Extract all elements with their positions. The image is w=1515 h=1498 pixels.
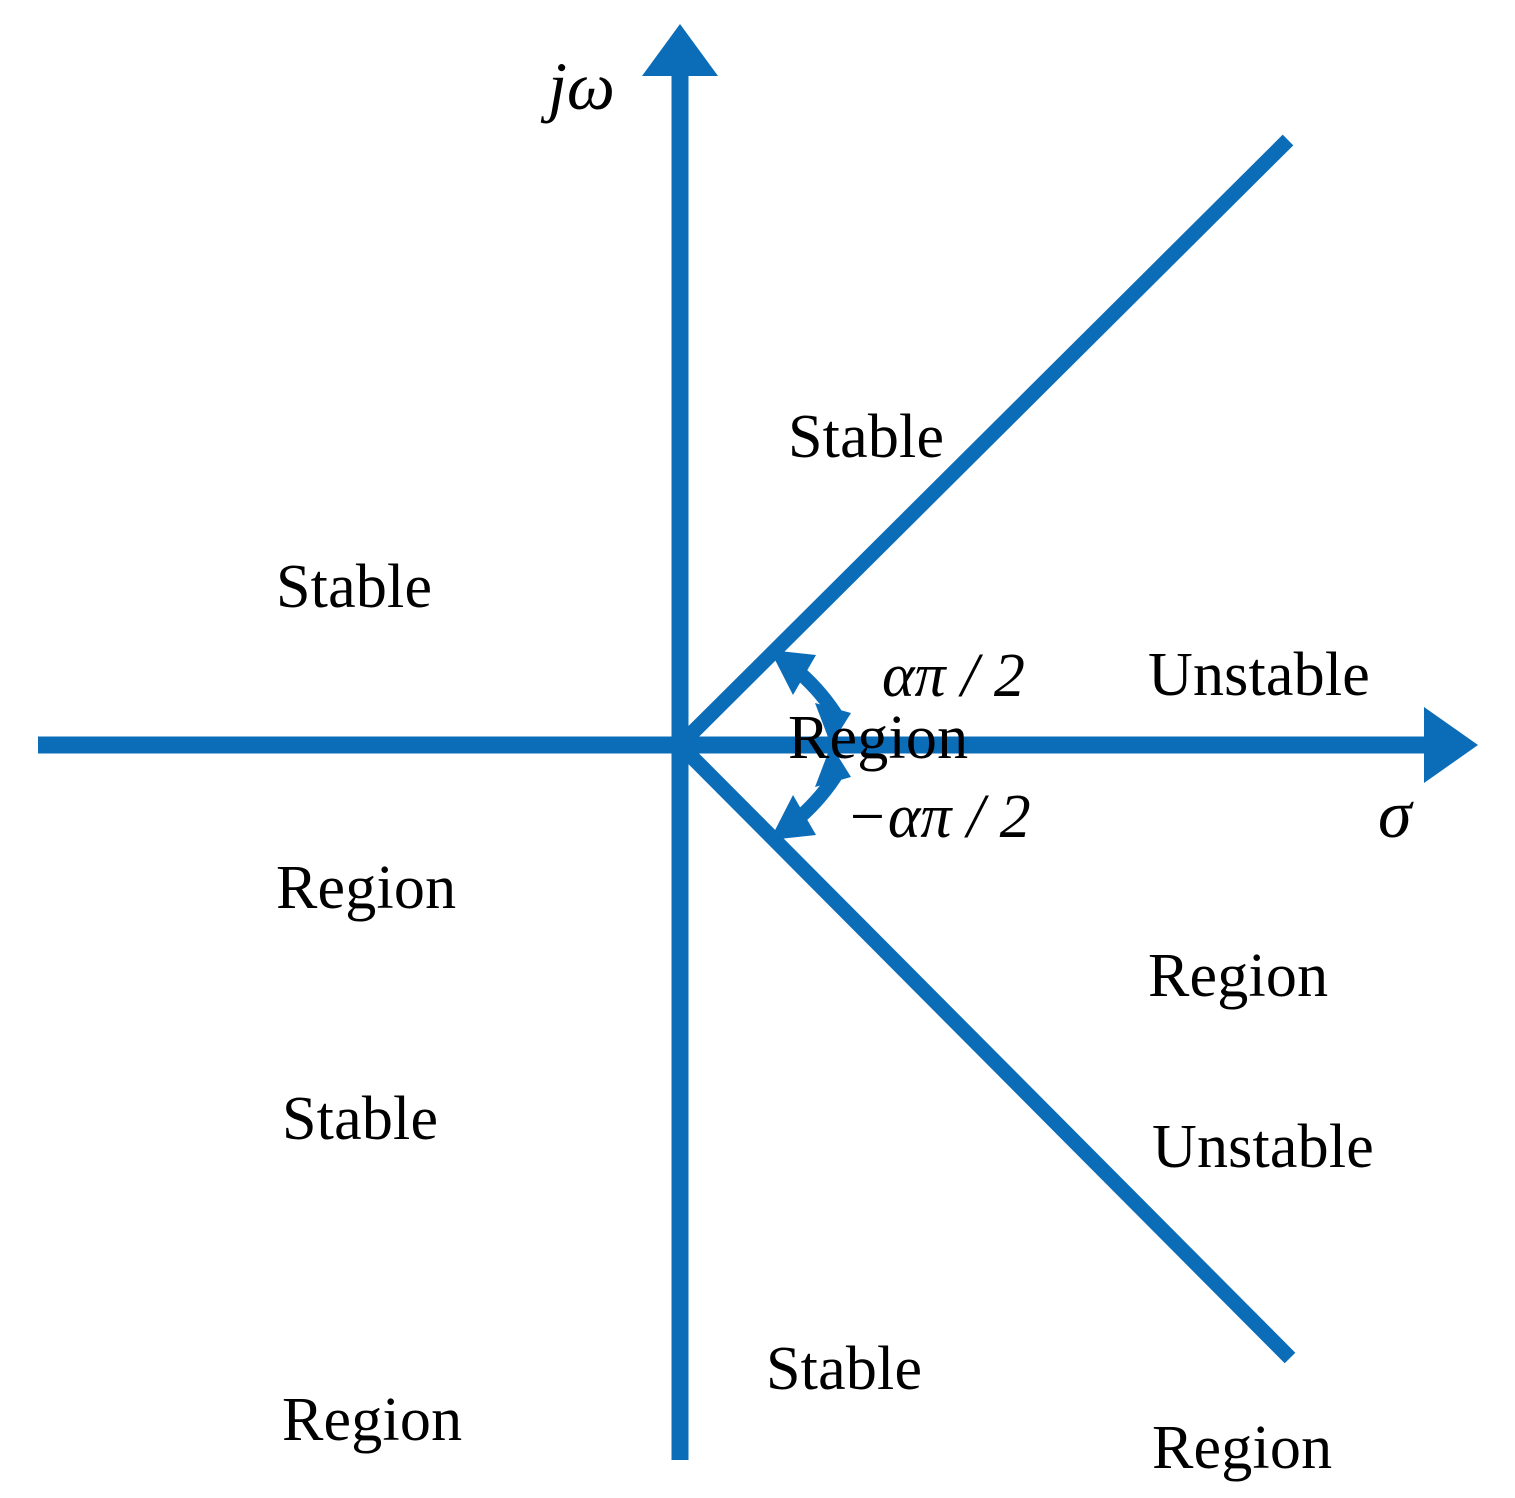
lower-angle-label: −απ / 2: [846, 783, 1031, 851]
lower-boundary-ray: [674, 739, 1296, 1364]
upper-angle-label: απ / 2: [882, 642, 1025, 710]
region-line-2: Region: [1148, 942, 1329, 1011]
lower-angle-arc: [770, 745, 851, 840]
real-axis-label: σ: [1378, 776, 1412, 852]
upper-angle-arc: [770, 650, 851, 745]
region-label-stable-lower-left: Stable Region: [282, 868, 462, 1498]
region-line-1: Stable: [766, 1334, 923, 1403]
region-line-2: Region: [1152, 1414, 1333, 1483]
real-axis: [38, 707, 1478, 783]
region-label-stable-upper-wedge: Stable Region: [788, 186, 968, 990]
upper-boundary-ray: [674, 134, 1294, 751]
region-line-1: Stable: [276, 552, 433, 621]
region-line-1: Stable: [282, 1084, 439, 1153]
lower-angle-arrowhead-end-icon: [770, 795, 816, 840]
region-label-stable-lower-wedge: Stable Region: [766, 1118, 946, 1498]
imaginary-axis-label: jω: [548, 48, 615, 124]
region-label-unstable-upper-right: Unstable Region: [1148, 424, 1370, 1228]
imaginary-axis: [642, 24, 718, 1460]
region-line-1: Unstable: [1152, 1112, 1374, 1181]
region-line-2: Region: [788, 704, 969, 773]
lower-angle-arrowhead-start-icon: [815, 745, 851, 787]
region-line-2: Region: [276, 854, 457, 923]
region-line-1: Unstable: [1148, 640, 1370, 709]
upper-angle-arrowhead-end-icon: [815, 703, 851, 745]
region-label-unstable-lower-right: Unstable Region: [1152, 896, 1374, 1498]
region-line-2: Region: [282, 1386, 463, 1455]
upper-angle-arrowhead-start-icon: [770, 650, 816, 695]
region-label-stable-upper-left: Stable Region: [276, 336, 456, 1140]
region-line-1: Stable: [788, 402, 945, 471]
real-axis-arrowhead-icon: [1424, 707, 1478, 783]
imaginary-axis-arrowhead-icon: [642, 24, 718, 76]
